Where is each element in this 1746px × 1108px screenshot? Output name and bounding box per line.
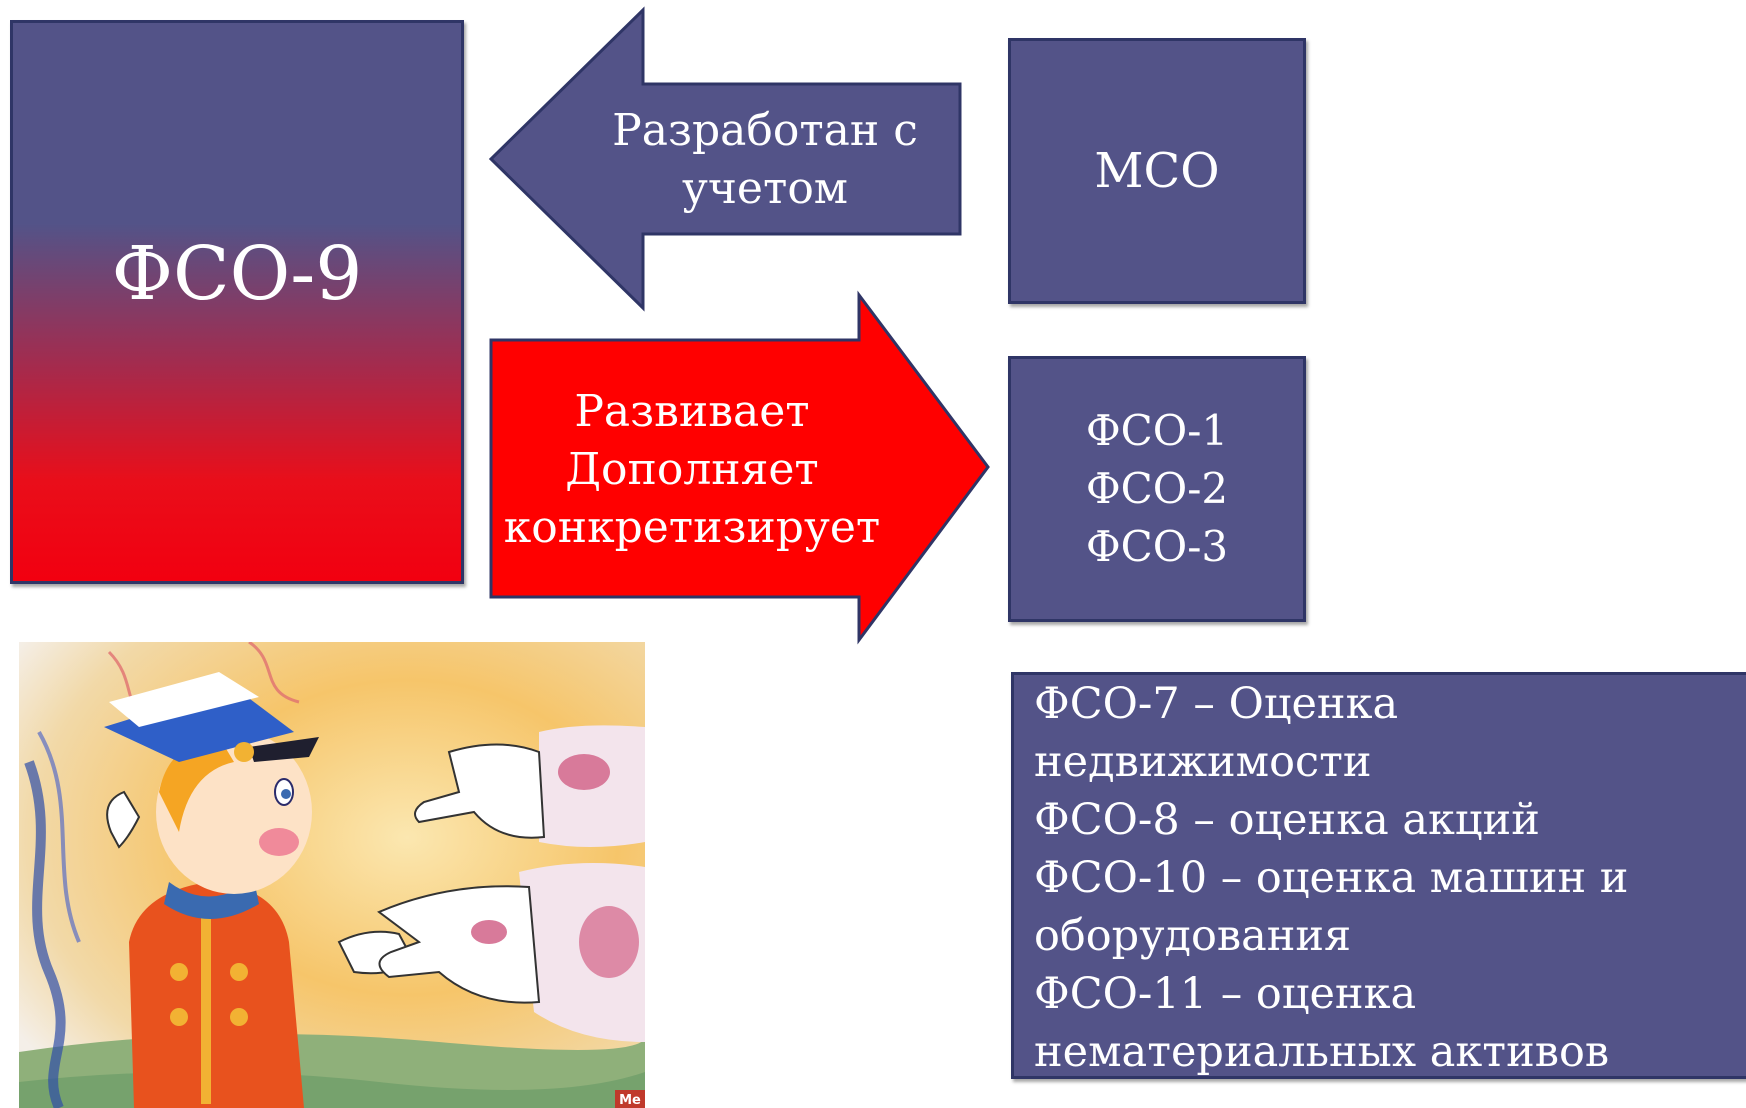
- cartoon-artwork: Me: [19, 642, 645, 1108]
- list-line-5: оборудования: [1034, 911, 1352, 961]
- list-line-3: ФСО-8 – оценка акций: [1034, 795, 1540, 845]
- left-arrow-label: Разработан с учетом: [600, 102, 930, 218]
- mso-label: МСО: [1094, 143, 1220, 199]
- list-line-7: нематериальных активов: [1034, 1027, 1610, 1077]
- list-line-2: недвижимости: [1034, 737, 1372, 787]
- list-line-4: ФСО-10 – оценка машин и: [1034, 853, 1629, 903]
- left-arrow-line-2: учетом: [681, 163, 849, 214]
- cartoon-illustration: Me: [19, 642, 645, 1108]
- left-arrow: [488, 6, 962, 312]
- standards-list-box: ФСО-7 – Оценка недвижимости ФСО-8 – оцен…: [1011, 672, 1746, 1079]
- left-arrow-line-1: Разработан с: [612, 105, 918, 156]
- fso9-box: ФСО-9: [10, 20, 464, 584]
- fso-1-2-3-box: ФСО-1 ФСО-2 ФСО-3: [1008, 356, 1306, 622]
- right-arrow-line-2: Дополняет: [565, 444, 819, 495]
- watermark-text: Me: [619, 1093, 641, 1108]
- fso9-label: ФСО-9: [111, 231, 363, 317]
- fso2-label: ФСО-2: [1085, 464, 1229, 513]
- right-arrow-line-3: конкретизирует: [503, 502, 881, 553]
- right-arrow: [489, 290, 990, 645]
- fso3-label: ФСО-3: [1085, 522, 1229, 571]
- mso-box: МСО: [1008, 38, 1306, 304]
- list-line-6: ФСО-11 – оценка: [1034, 969, 1417, 1019]
- right-arrow-label: Развивает Дополняет конкретизирует: [492, 383, 892, 557]
- fso1-label: ФСО-1: [1085, 406, 1229, 455]
- right-arrow-line-1: Развивает: [574, 386, 810, 437]
- list-line-1: ФСО-7 – Оценка: [1034, 679, 1399, 729]
